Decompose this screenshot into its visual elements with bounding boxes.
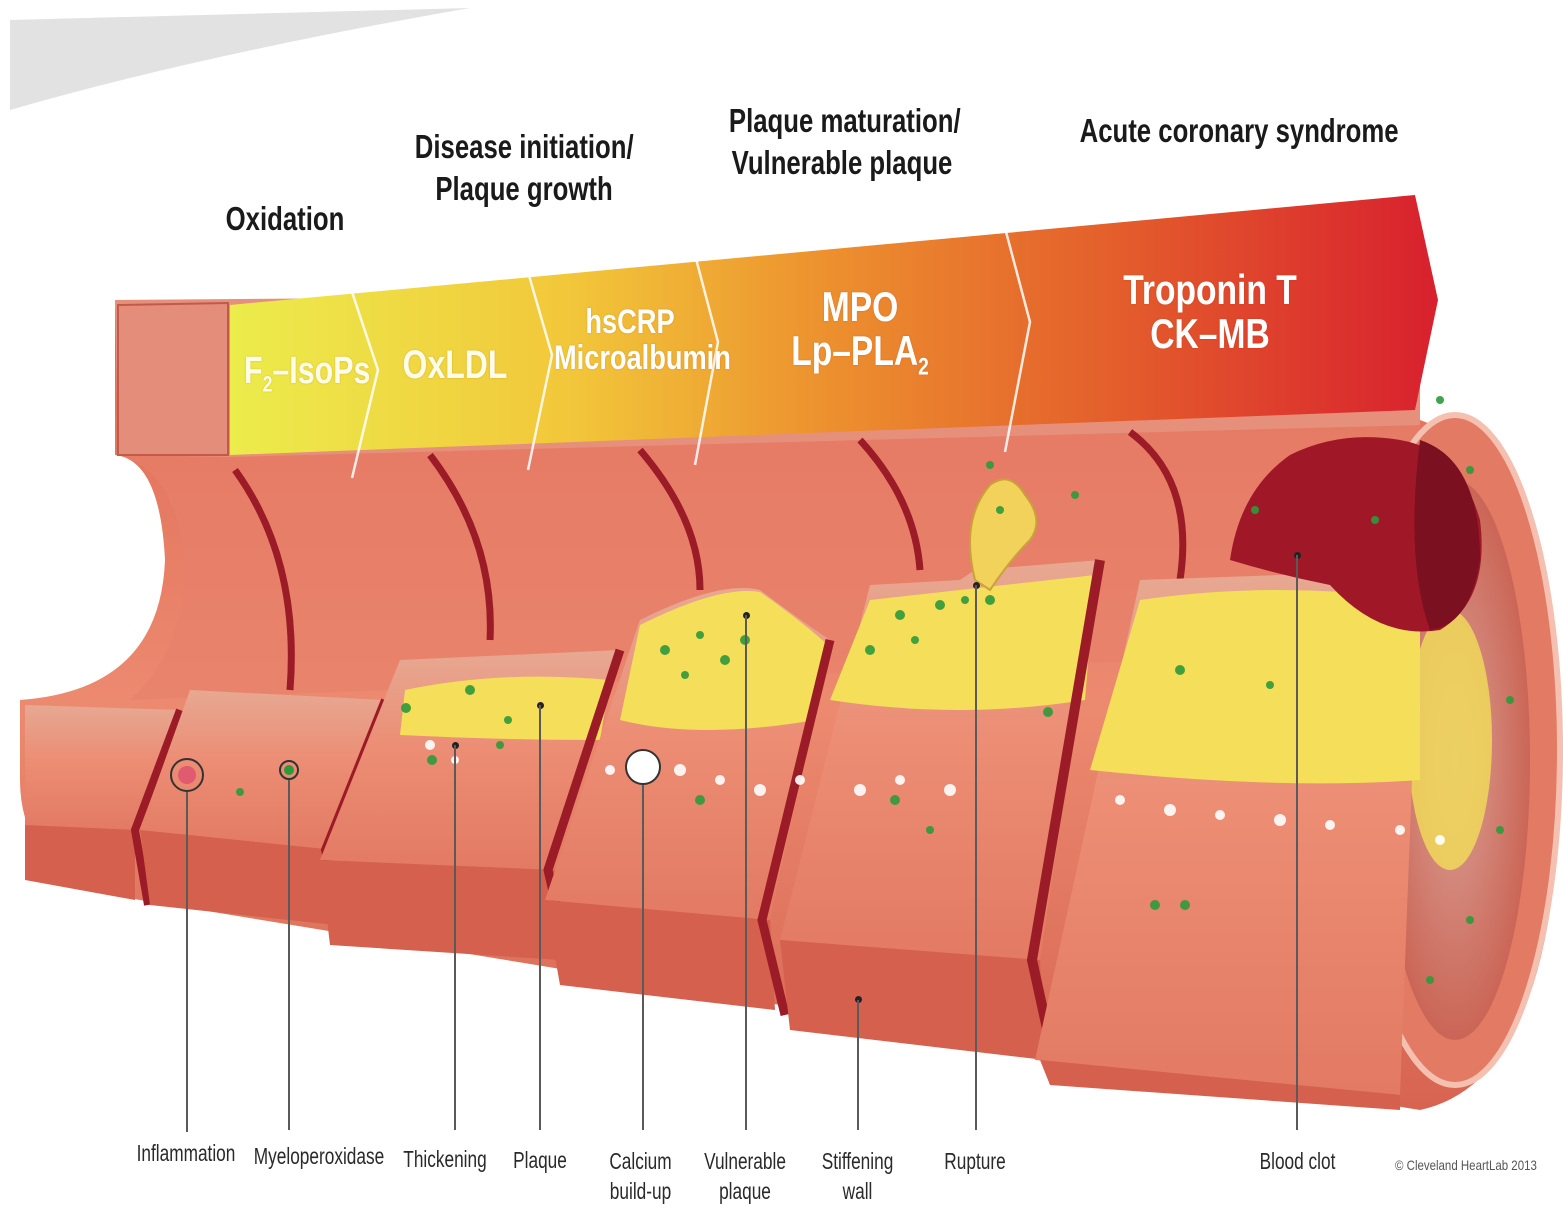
callout-line-thickening — [454, 745, 456, 1130]
biomarker-troponin: Troponin T CK–MB — [1118, 268, 1302, 356]
callout-line-blood-clot — [1296, 555, 1298, 1130]
copyright-credit: © Cleveland HeartLab 2013 — [1395, 1157, 1537, 1173]
callout-line-vulnerable — [745, 615, 747, 1130]
label-rupture: Rupture — [938, 1146, 1013, 1176]
callout-line-myeloperoxidase — [288, 780, 290, 1130]
label-vulnerable-plaque: Vulnerable plaque — [700, 1146, 790, 1206]
background-swoosh — [10, 8, 470, 110]
callout-line-plaque — [539, 705, 541, 1130]
biomarker-hscrp: hsCRP Microalbumin — [554, 305, 706, 376]
stage-title-initiation: Disease initiation/ Plaque growth — [415, 126, 633, 210]
stage-title-maturation: Plaque maturation/ Vulnerable plaque — [729, 100, 955, 184]
label-myeloperoxidase: Myeloperoxidase — [248, 1141, 391, 1171]
artery-block-left — [118, 303, 228, 455]
label-plaque: Plaque — [506, 1145, 574, 1175]
label-inflammation: Inflammation — [134, 1138, 239, 1168]
stage-title-oxidation: Oxidation — [207, 198, 363, 240]
label-thickening: Thickening — [400, 1144, 490, 1174]
callout-line-rupture — [975, 585, 977, 1130]
biomarker-f2-isops: F2–IsoPs — [244, 352, 356, 396]
biomarker-oxldl: OxLDL — [395, 344, 515, 386]
label-blood-clot: Blood clot — [1254, 1146, 1340, 1176]
callout-line-stiffening — [857, 1000, 859, 1130]
stage-title-acs: Acute coronary syndrome — [1080, 110, 1361, 152]
callout-line-inflammation — [186, 792, 188, 1132]
label-calcium-buildup: Calcium build-up — [601, 1146, 680, 1206]
callout-line-calcium — [642, 785, 644, 1130]
biomarker-mpo: MPO Lp–PLA2 — [788, 285, 932, 380]
label-stiffening-wall: Stiffening wall — [818, 1146, 897, 1206]
